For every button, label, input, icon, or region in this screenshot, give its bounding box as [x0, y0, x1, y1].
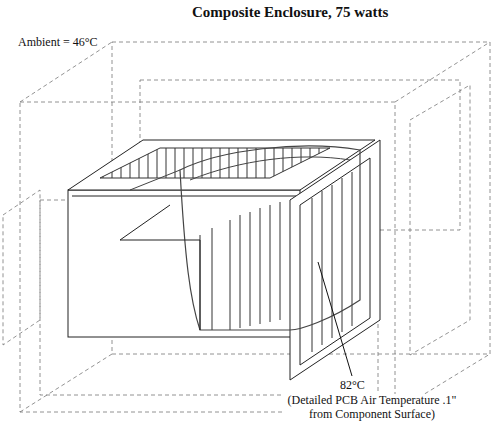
- diagram-title: Composite Enclosure, 75 watts: [192, 4, 388, 21]
- leader-line: [318, 262, 352, 376]
- enclosure-body: [68, 140, 380, 380]
- ambient-note: Ambient = 46°C: [18, 36, 98, 50]
- callout-note: (Detailed PCB Air Temperature .1" from C…: [282, 394, 462, 422]
- temperature-callout: 82°C: [340, 379, 365, 393]
- ambient-box: [3, 42, 490, 412]
